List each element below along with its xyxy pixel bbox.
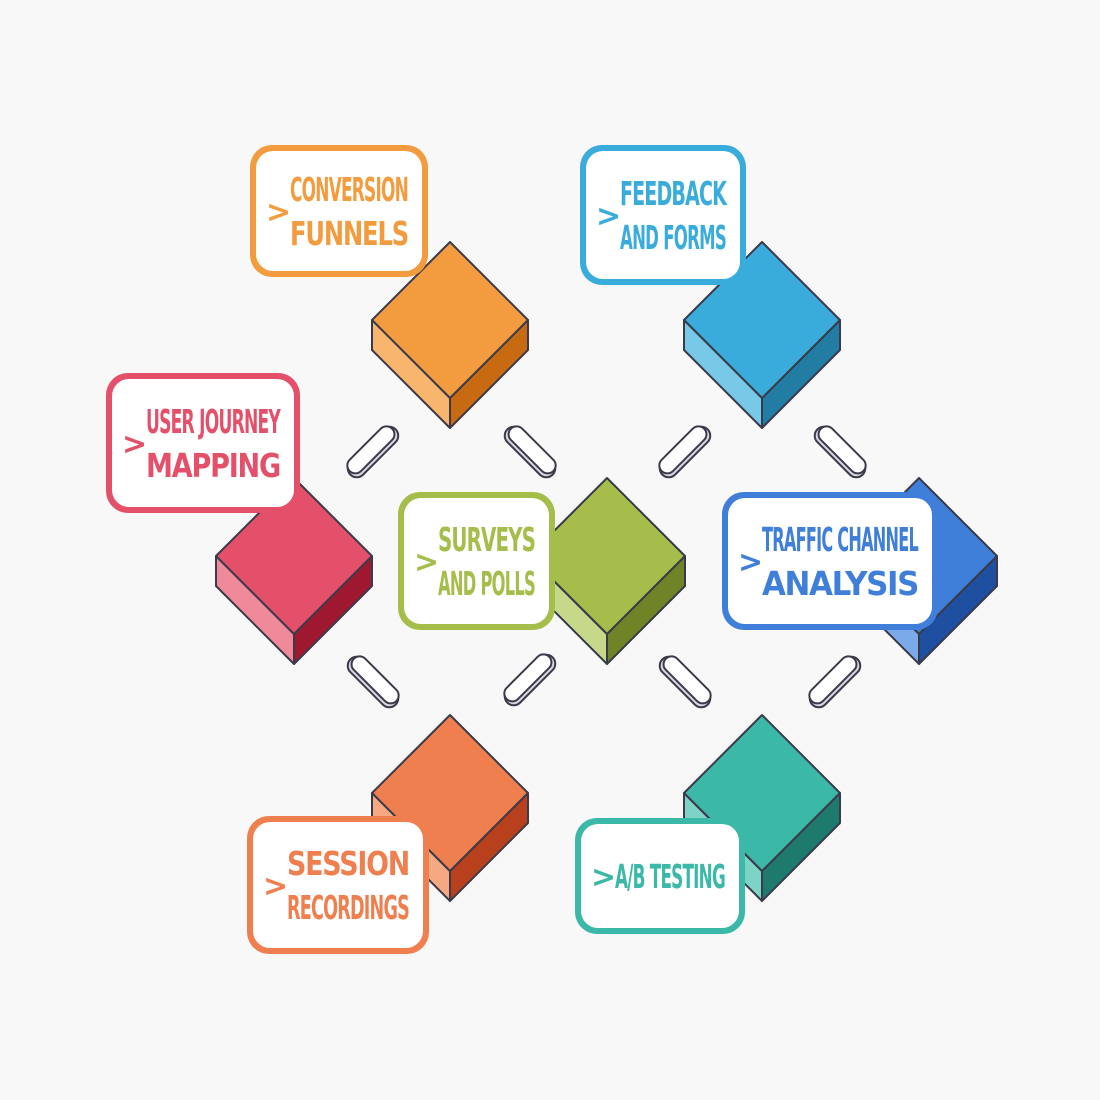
chevron-right-icon: > bbox=[591, 860, 616, 895]
label-line: AND FORMS bbox=[620, 218, 726, 257]
chevron-right-icon: > bbox=[596, 199, 621, 234]
chevron-right-icon: > bbox=[414, 545, 439, 580]
connector-link bbox=[808, 655, 862, 709]
label-background bbox=[586, 151, 740, 279]
label-line: ANALYSIS bbox=[762, 564, 918, 603]
connector-link bbox=[658, 655, 712, 709]
label-conversion-funnels[interactable]: >CONVERSION FUNNELS bbox=[250, 145, 428, 277]
chevron-right-icon: > bbox=[122, 427, 147, 462]
tile-user-journey-mapping bbox=[215, 477, 373, 665]
label-user-journey-mapping[interactable]: >USER JOURNEY MAPPING bbox=[106, 373, 300, 513]
label-background bbox=[728, 498, 932, 624]
label-surveys-and-polls[interactable]: >SURVEYS AND POLLS bbox=[398, 492, 555, 630]
connector-link bbox=[658, 425, 712, 479]
label-background bbox=[112, 379, 294, 507]
connector-link bbox=[503, 653, 557, 707]
label-line: AND POLLS bbox=[438, 564, 535, 603]
label-background bbox=[256, 151, 422, 271]
tile-conversion-funnels bbox=[371, 241, 529, 429]
label-background bbox=[581, 824, 739, 928]
label-session-recordings[interactable]: >SESSION RECORDINGS bbox=[247, 816, 429, 954]
label-background bbox=[253, 822, 423, 948]
connector-link bbox=[346, 655, 400, 709]
label-line: FUNNELS bbox=[290, 214, 408, 253]
label-line: MAPPING bbox=[146, 446, 280, 485]
tile-surveys-and-polls bbox=[528, 477, 686, 665]
connector-link bbox=[503, 425, 557, 479]
label-line: TRAFFIC CHANNEL bbox=[762, 520, 919, 559]
label-line: FEEDBACK bbox=[620, 174, 728, 213]
label-feedback-and-forms[interactable]: >FEEDBACK AND FORMS bbox=[580, 145, 746, 285]
label-line: SURVEYS bbox=[438, 520, 535, 559]
chevron-right-icon: > bbox=[263, 869, 288, 904]
connector-link bbox=[813, 425, 867, 479]
label-background bbox=[404, 498, 549, 624]
label-line: SESSION bbox=[287, 844, 409, 883]
label-line: CONVERSION bbox=[290, 170, 408, 209]
chevron-right-icon: > bbox=[266, 195, 291, 230]
chevron-right-icon: > bbox=[738, 545, 763, 580]
label-line: A/B TESTING bbox=[615, 857, 725, 896]
connectors bbox=[346, 425, 867, 709]
label-line: USER JOURNEY bbox=[146, 402, 281, 441]
connector-link bbox=[346, 425, 400, 479]
label-ab-testing[interactable]: >A/B TESTING bbox=[575, 818, 745, 934]
label-traffic-channel-analysis[interactable]: >TRAFFIC CHANNEL ANALYSIS bbox=[722, 492, 938, 630]
label-line: RECORDINGS bbox=[287, 888, 409, 927]
